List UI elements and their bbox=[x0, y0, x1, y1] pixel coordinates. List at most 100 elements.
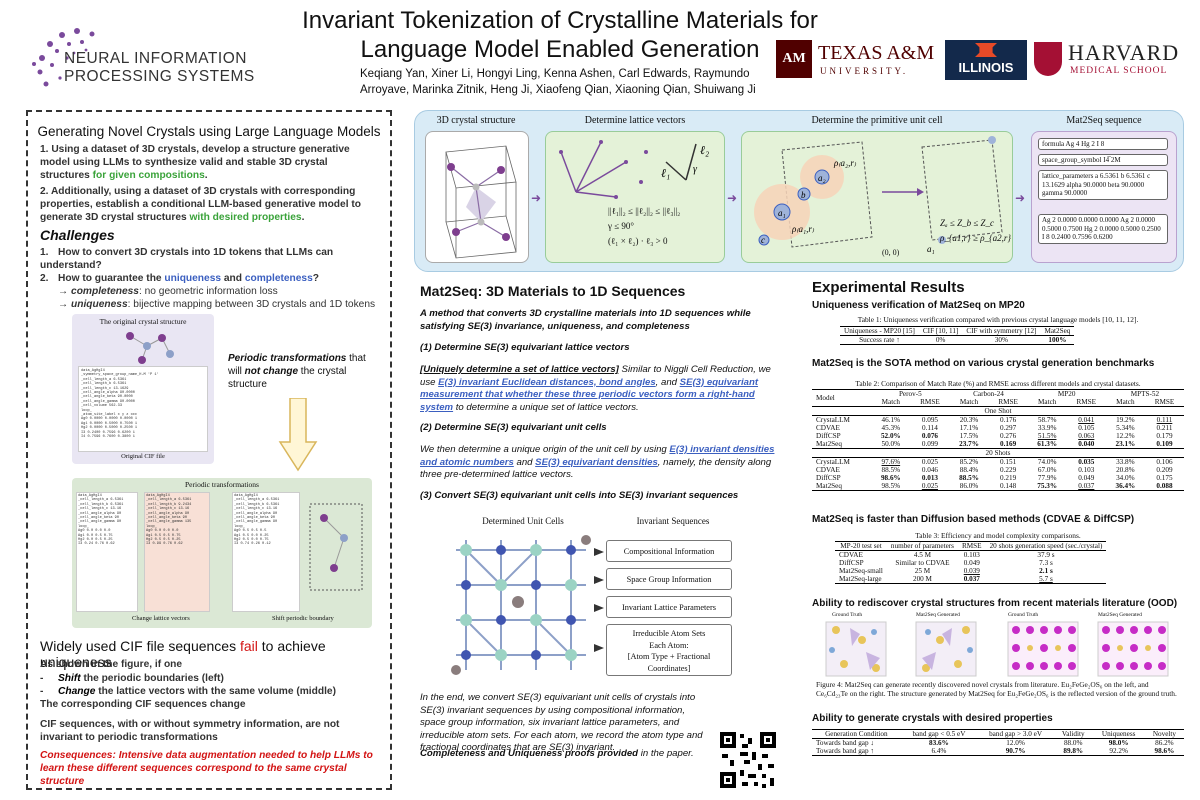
table-cell: 0.148 bbox=[1000, 482, 1017, 490]
table-cell: 0.105 bbox=[1078, 424, 1095, 432]
ood-label-2: Mat2Seq Generated bbox=[916, 612, 960, 618]
challenges-heading: Challenges bbox=[40, 227, 115, 243]
table-cell: 5.7 s bbox=[1039, 575, 1053, 583]
table-row: Towards band gap ↓83.6%12.0%88.0%98.0%86… bbox=[812, 739, 1184, 747]
table-cell: 98.5% bbox=[881, 482, 901, 490]
table-cell: 25 M bbox=[914, 567, 931, 575]
table-cell: 4.5 M bbox=[913, 551, 932, 559]
shifted-crystal-icon bbox=[309, 503, 363, 591]
author-list: Keqiang Yan, Xiner Li, Hongyi Ling, Kenn… bbox=[360, 66, 780, 98]
table-cell: 0.099 bbox=[921, 440, 939, 448]
table-cell: RMSE bbox=[920, 398, 940, 406]
table-cell: CrystaLLM bbox=[816, 416, 850, 424]
seq-lattice: lattice_parameters a 6.5361 b 6.5361 c 1… bbox=[1038, 170, 1168, 200]
table-cell: 85.2% bbox=[959, 458, 979, 466]
harvard-sub: MEDICAL SCHOOL bbox=[1070, 66, 1168, 76]
table-cell: RMSE bbox=[1154, 398, 1175, 406]
goal-2: 2. Additionally, using a dataset of 3D c… bbox=[40, 186, 361, 223]
table-cell: Mat2Seq bbox=[816, 440, 842, 448]
down-arrow-icon bbox=[278, 398, 318, 472]
table-cell: DiffCSP bbox=[839, 559, 864, 567]
table2-caption: Table 2: Comparison of Match Rate (%) an… bbox=[855, 379, 1141, 388]
unit-cell-icon: a₁ a₂ b c ρ₍a₂,r₎ ρ₍a₁,r₎ a₁ bbox=[754, 136, 1003, 254]
table-cell: Match bbox=[1116, 398, 1135, 406]
table-cell: 33.9% bbox=[1037, 424, 1057, 432]
ood-label-3: Ground Truth bbox=[1008, 612, 1039, 618]
table-cell: 34.0% bbox=[1116, 474, 1135, 482]
step3-heading: (3) Convert SE(3) equivariant unit cells… bbox=[420, 490, 739, 501]
atom-sets-line2: Each Atom: bbox=[649, 640, 689, 650]
svg-text:ℓ₁: ℓ₁ bbox=[661, 166, 670, 180]
table-cell: 0.025 bbox=[921, 482, 939, 490]
conversion-summary: In the end, we convert SE(3) equivariant… bbox=[420, 692, 703, 753]
title-line1: Invariant Tokenization of Crystalline Ma… bbox=[302, 7, 818, 34]
table-cell: 51.5% bbox=[1037, 432, 1057, 440]
table-cell: Mat2Seq bbox=[816, 482, 842, 490]
table-cell: 36.4% bbox=[1115, 482, 1136, 490]
table-cell: 98.6% bbox=[880, 474, 901, 482]
table-cell: 0.109 bbox=[1156, 440, 1173, 448]
table-cell: 0.151 bbox=[1000, 458, 1017, 466]
mat2seq-heading: Mat2Seq: 3D Materials to 1D Sequences bbox=[420, 283, 686, 299]
table-cell: 61.3% bbox=[1037, 440, 1058, 448]
table-cell: 0.103 bbox=[963, 551, 980, 559]
cif-not-invariant: CIF sequences, with or without symmetry … bbox=[40, 719, 340, 743]
proofs-note: Completeness and Uniqueness proofs provi… bbox=[420, 748, 694, 759]
space-group-box: Space Group Information bbox=[606, 568, 732, 590]
table-cell: 83.6% bbox=[929, 739, 949, 747]
table-cell: 0.046 bbox=[921, 466, 939, 474]
pipeline-figure: 3D crystal structure ➜ Determine lattice… bbox=[414, 110, 1184, 272]
table-cell: 86.0% bbox=[959, 482, 979, 490]
svg-text:ℓ₂: ℓ₂ bbox=[700, 143, 709, 157]
compositional-box: Compositional Information bbox=[606, 540, 732, 562]
qr-code-icon[interactable] bbox=[718, 730, 778, 790]
table-cell: 0.013 bbox=[921, 474, 939, 482]
challenge-2: 2.How to guarantee the uniqueness and co… bbox=[40, 273, 319, 284]
table-cell: 19.2% bbox=[1116, 416, 1135, 424]
table-cell: 23.1% bbox=[1115, 440, 1136, 448]
table-cell: 0.025 bbox=[921, 458, 939, 466]
tamu-name: TEXAS A&M bbox=[818, 42, 935, 64]
arrow-2-icon: ➜ bbox=[727, 191, 738, 205]
table-cell: 97.6% bbox=[881, 458, 901, 466]
ood-heading: Ability to rediscover crystal structures… bbox=[812, 598, 1178, 609]
table-cell: 200 M bbox=[912, 575, 932, 583]
table3-caption: Table 3: Efficiency and model complexity… bbox=[915, 531, 1081, 540]
table-cell: 0.179 bbox=[1156, 432, 1173, 440]
lattice-eq3: (ℓ₁ × ℓ₂) · ℓ₃ > 0 bbox=[608, 236, 668, 246]
unit-cell-conditions: Zₐ ≤ Z_b ≤ Z_c ρ_{a1,r} ≥ ρ_{a2,r} bbox=[940, 216, 1011, 246]
svg-text:a₁: a₁ bbox=[778, 208, 786, 218]
cif-variant-1: data_AgHgI4_cell_length_a 6.5361_cell_le… bbox=[76, 492, 138, 612]
sequence-boxes: Compositional Information Space Group In… bbox=[606, 530, 738, 680]
as-shown-text: As shown in the figure, if one bbox=[40, 659, 183, 670]
table-cell: Mat2Seq-small bbox=[839, 567, 883, 575]
figure4-caption: Figure 4: Mat2Seq can generate recently … bbox=[816, 680, 1177, 698]
table-cell: 88.0% bbox=[1063, 739, 1083, 747]
logo-text-line2: PROCESSING SYSTEMS bbox=[64, 68, 255, 85]
table-cell: 0.103 bbox=[1078, 466, 1095, 474]
svg-text:γ: γ bbox=[693, 164, 698, 175]
table-cell: 0.040 bbox=[1078, 440, 1095, 448]
svg-text:a₁: a₁ bbox=[927, 244, 935, 254]
shift-boundary-label: Shift periodic boundary bbox=[272, 615, 334, 622]
title-line2: Language Model Enabled Generation bbox=[360, 36, 760, 63]
table-cell: 58.7% bbox=[1037, 416, 1057, 424]
table-cell: 0.114 bbox=[921, 424, 938, 432]
crystal-3d-icon bbox=[445, 145, 517, 259]
challenge-2-uniqueness: → uniqueness: bijective mapping between … bbox=[58, 299, 376, 310]
consequences-text: Consequences: Intensive data augmentatio… bbox=[40, 750, 373, 787]
tamu-emblem-icon: AM bbox=[776, 40, 812, 78]
table-cell: 20.8% bbox=[1116, 466, 1135, 474]
periodic-transform-note: Periodic transformations that will not c… bbox=[228, 353, 366, 390]
table-cell: 0.209 bbox=[1156, 466, 1173, 474]
table-cell: 0.041 bbox=[1078, 416, 1095, 424]
authors-line1: Keqiang Yan, Xiner Li, Hongyi Ling, Kenn… bbox=[360, 68, 750, 80]
shift-bullet: -Shift the periodic boundaries (left) bbox=[40, 673, 224, 684]
lattice-parameters-box: Invariant Lattice Parameters bbox=[606, 596, 732, 618]
unit-cell-eq2: ρ_{a1,r} ≥ ρ_{a2,r} bbox=[940, 233, 1011, 243]
